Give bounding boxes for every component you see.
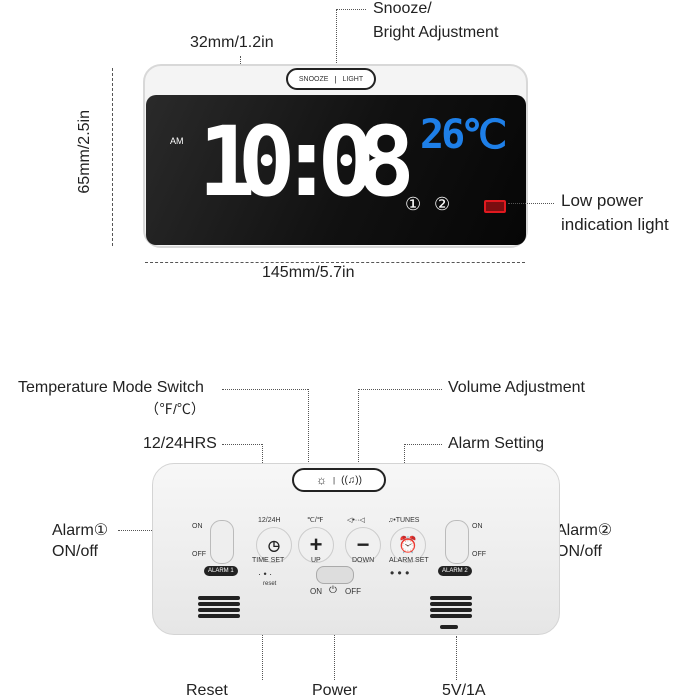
low-battery-icon xyxy=(484,200,506,213)
callout-line xyxy=(334,598,335,680)
snooze-label: SNOOZE xyxy=(298,75,329,83)
temp-mode-callout: Temperature Mode Switch xyxy=(18,379,204,396)
callout-line xyxy=(222,444,262,445)
alarm1-callout: Alarm① xyxy=(52,522,109,539)
snooze-callout: Snooze/ xyxy=(373,0,432,17)
indicator-dots: • • • xyxy=(390,566,410,580)
divider: | xyxy=(333,475,336,485)
width-dim-line xyxy=(145,262,525,263)
callout-line xyxy=(358,389,359,464)
alarm-setting-callout: Alarm Setting xyxy=(448,435,545,452)
alarm2-callout: ON/off xyxy=(556,543,602,560)
alarm1-on-label: ON xyxy=(192,523,203,530)
alarm1-callout: ON/off xyxy=(52,543,98,560)
callout-line xyxy=(456,636,457,680)
speaker-grill-right xyxy=(430,596,472,620)
tunes-label: ♫•TUNES xyxy=(388,517,420,524)
speaker-grill-left xyxy=(198,596,240,620)
power-switch[interactable] xyxy=(316,566,354,584)
usb-port[interactable] xyxy=(440,625,458,629)
callout-line xyxy=(118,530,184,531)
time-display: 10:08 xyxy=(198,106,415,218)
alarm-set-button[interactable]: ⏰ xyxy=(390,527,426,563)
snooze-light-button[interactable]: SNOOZE | LIGHT xyxy=(286,68,376,90)
callout-line xyxy=(222,389,308,390)
time-set-button[interactable]: ◷ xyxy=(256,527,292,563)
alarm1-off-label: OFF xyxy=(192,551,206,558)
volume-label: ◁•··◁ xyxy=(347,517,365,524)
display-screen xyxy=(146,95,526,245)
callout-line xyxy=(262,590,263,680)
plus-icon: + xyxy=(309,532,323,557)
alarm2-switch[interactable] xyxy=(445,520,469,564)
power-off-label: OFF xyxy=(345,587,361,596)
lowpower-callout: indication light xyxy=(561,215,669,234)
usb-callout: 5V/1A xyxy=(442,682,486,699)
light-snooze-button-top[interactable]: ☼ | ((♫)) xyxy=(292,468,386,492)
alarm2-tag: ALARM 2 xyxy=(438,566,472,576)
temp-mode-units: （℉/℃） xyxy=(145,401,205,417)
power-on-label: ON xyxy=(310,587,322,596)
down-button[interactable]: − xyxy=(345,527,381,563)
minus-icon: − xyxy=(356,532,370,557)
callout-line xyxy=(358,389,442,390)
time-set-label: TIME SET xyxy=(252,557,285,564)
alarm2-off-label: OFF xyxy=(472,551,486,558)
divider: | xyxy=(334,74,337,84)
up-label: UP xyxy=(311,557,321,564)
up-button[interactable]: + xyxy=(298,527,334,563)
alarm2-on-label: ON xyxy=(472,523,483,530)
callout-line xyxy=(336,9,337,69)
snooze-callout: Bright Adjustment xyxy=(373,24,499,41)
alarm1-tag: ALARM 1 xyxy=(204,566,238,576)
callout-line xyxy=(336,9,366,10)
alarm1-indicator: ① xyxy=(405,194,422,214)
lowpower-callout: Low power xyxy=(561,191,644,210)
depth-label: 32mm/1.2in xyxy=(190,34,274,51)
alarm2-callout: Alarm② xyxy=(556,522,613,539)
hrs-callout: 12/24HRS xyxy=(143,435,217,452)
height-dim-line xyxy=(112,68,113,246)
power-icon: ⏻ xyxy=(329,585,337,596)
alarm2-indicator: ② xyxy=(434,194,451,214)
clock-icon: ◷ xyxy=(267,536,281,553)
alarm-set-label: ALARM SET xyxy=(389,557,429,564)
reset-hole[interactable]: · • · xyxy=(258,569,273,579)
alarm1-switch[interactable] xyxy=(210,520,234,564)
reset-label: reset xyxy=(263,581,277,587)
alarm-clock-icon: ⏰ xyxy=(398,537,418,554)
width-label: 145mm/5.7in xyxy=(262,264,355,281)
callout-line xyxy=(404,444,442,445)
temp-unit-label: ℃/℉ xyxy=(307,517,324,524)
light-label: LIGHT xyxy=(342,75,364,83)
power-callout: Power xyxy=(312,682,358,699)
down-label: DOWN xyxy=(352,557,375,564)
reset-callout: Reset xyxy=(186,682,228,699)
callout-line xyxy=(508,203,554,204)
hr-label: 12/24H xyxy=(258,517,281,524)
bell-icon: ((♫)) xyxy=(341,474,362,486)
temperature-display: 26℃ xyxy=(420,112,507,158)
callout-line xyxy=(308,389,309,464)
sun-icon: ☼ xyxy=(316,473,328,487)
volume-callout: Volume Adjustment xyxy=(448,379,585,396)
ampm-indicator: AM xyxy=(170,136,184,146)
height-label: 65mm/2.5in xyxy=(76,110,93,194)
